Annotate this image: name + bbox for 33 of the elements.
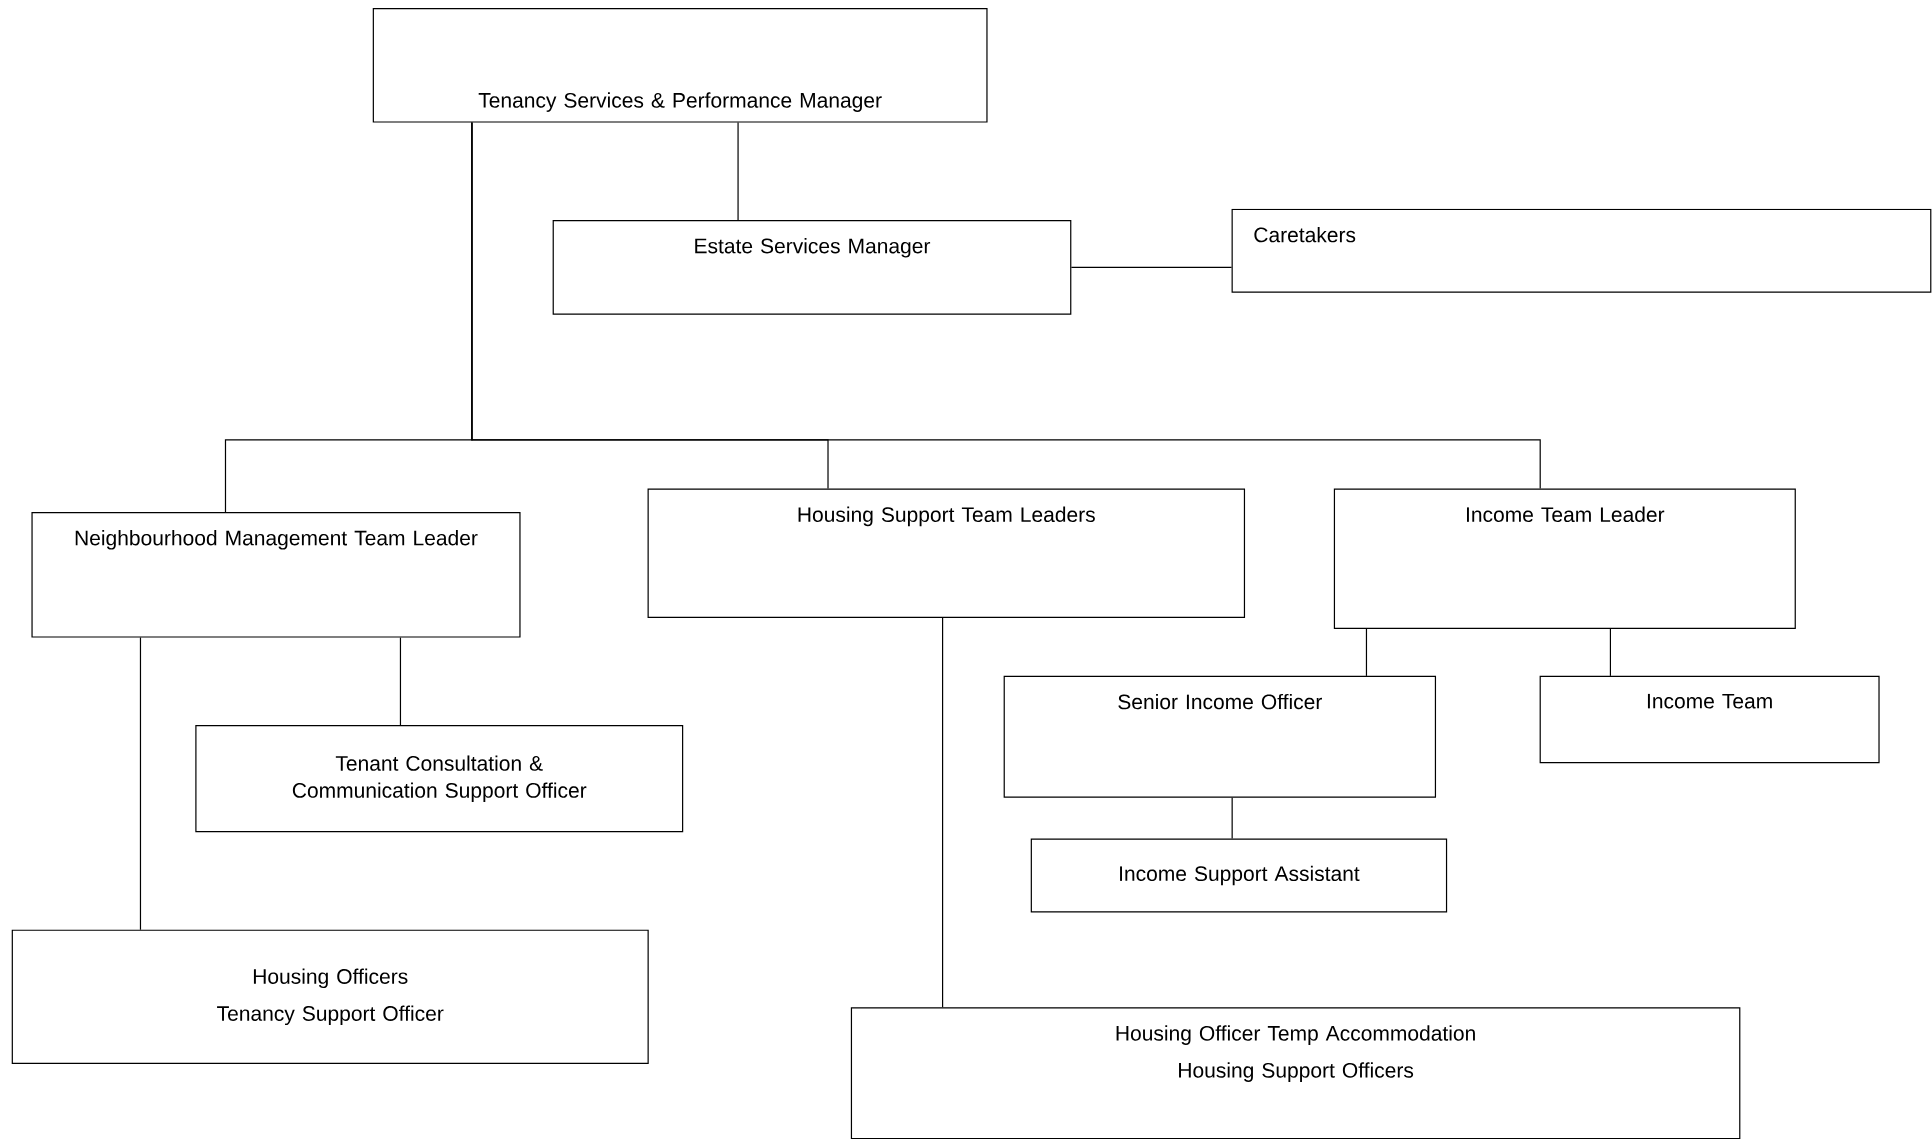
box-label: Neighbourhood Management Team Leader: [75, 530, 478, 550]
connector-line: [471, 122, 1541, 490]
box-label: Income Support Assistant: [1120, 865, 1360, 886]
org-box: [647, 488, 1246, 618]
box-label: Income Team Leader: [1466, 506, 1665, 523]
org-box: [31, 512, 521, 638]
org-box: [372, 8, 988, 123]
connector-line: [1365, 628, 1368, 677]
connector-line: [942, 617, 944, 1008]
connector-line: [1609, 628, 1611, 677]
box-label: Senior Income Officer: [1118, 693, 1322, 710]
org-box: [1539, 675, 1880, 764]
connector-line: [139, 637, 142, 931]
org-box: [1231, 208, 1932, 293]
box-label: Caretakers: [1254, 226, 1356, 243]
org-box: [195, 725, 684, 833]
box-label: Housing Officers Tenancy Support Officer: [217, 968, 444, 1026]
box-label: Housing Support Team Leaders: [798, 506, 1095, 527]
box-label: Income Team: [1647, 693, 1772, 709]
connector-line: [737, 122, 739, 221]
org-box: [1030, 838, 1448, 913]
box-label: Housing Officer Temp Accommodation Housing Support Officers: [1116, 1025, 1475, 1082]
connector-line: [1070, 266, 1233, 268]
connector-line: [399, 637, 402, 726]
org-box: [1333, 488, 1796, 629]
org-box: [552, 220, 1072, 315]
connector-line: [1231, 797, 1233, 840]
org-box: [11, 929, 649, 1064]
org-box: [1003, 675, 1437, 798]
box-label: Tenancy Services & Performance Manager: [478, 92, 882, 112]
org-box: [850, 1007, 1741, 1140]
box-label: Tenant Consultation & Communication Support Officer: [292, 755, 587, 802]
box-label: Estate Services Manager: [695, 238, 931, 258]
